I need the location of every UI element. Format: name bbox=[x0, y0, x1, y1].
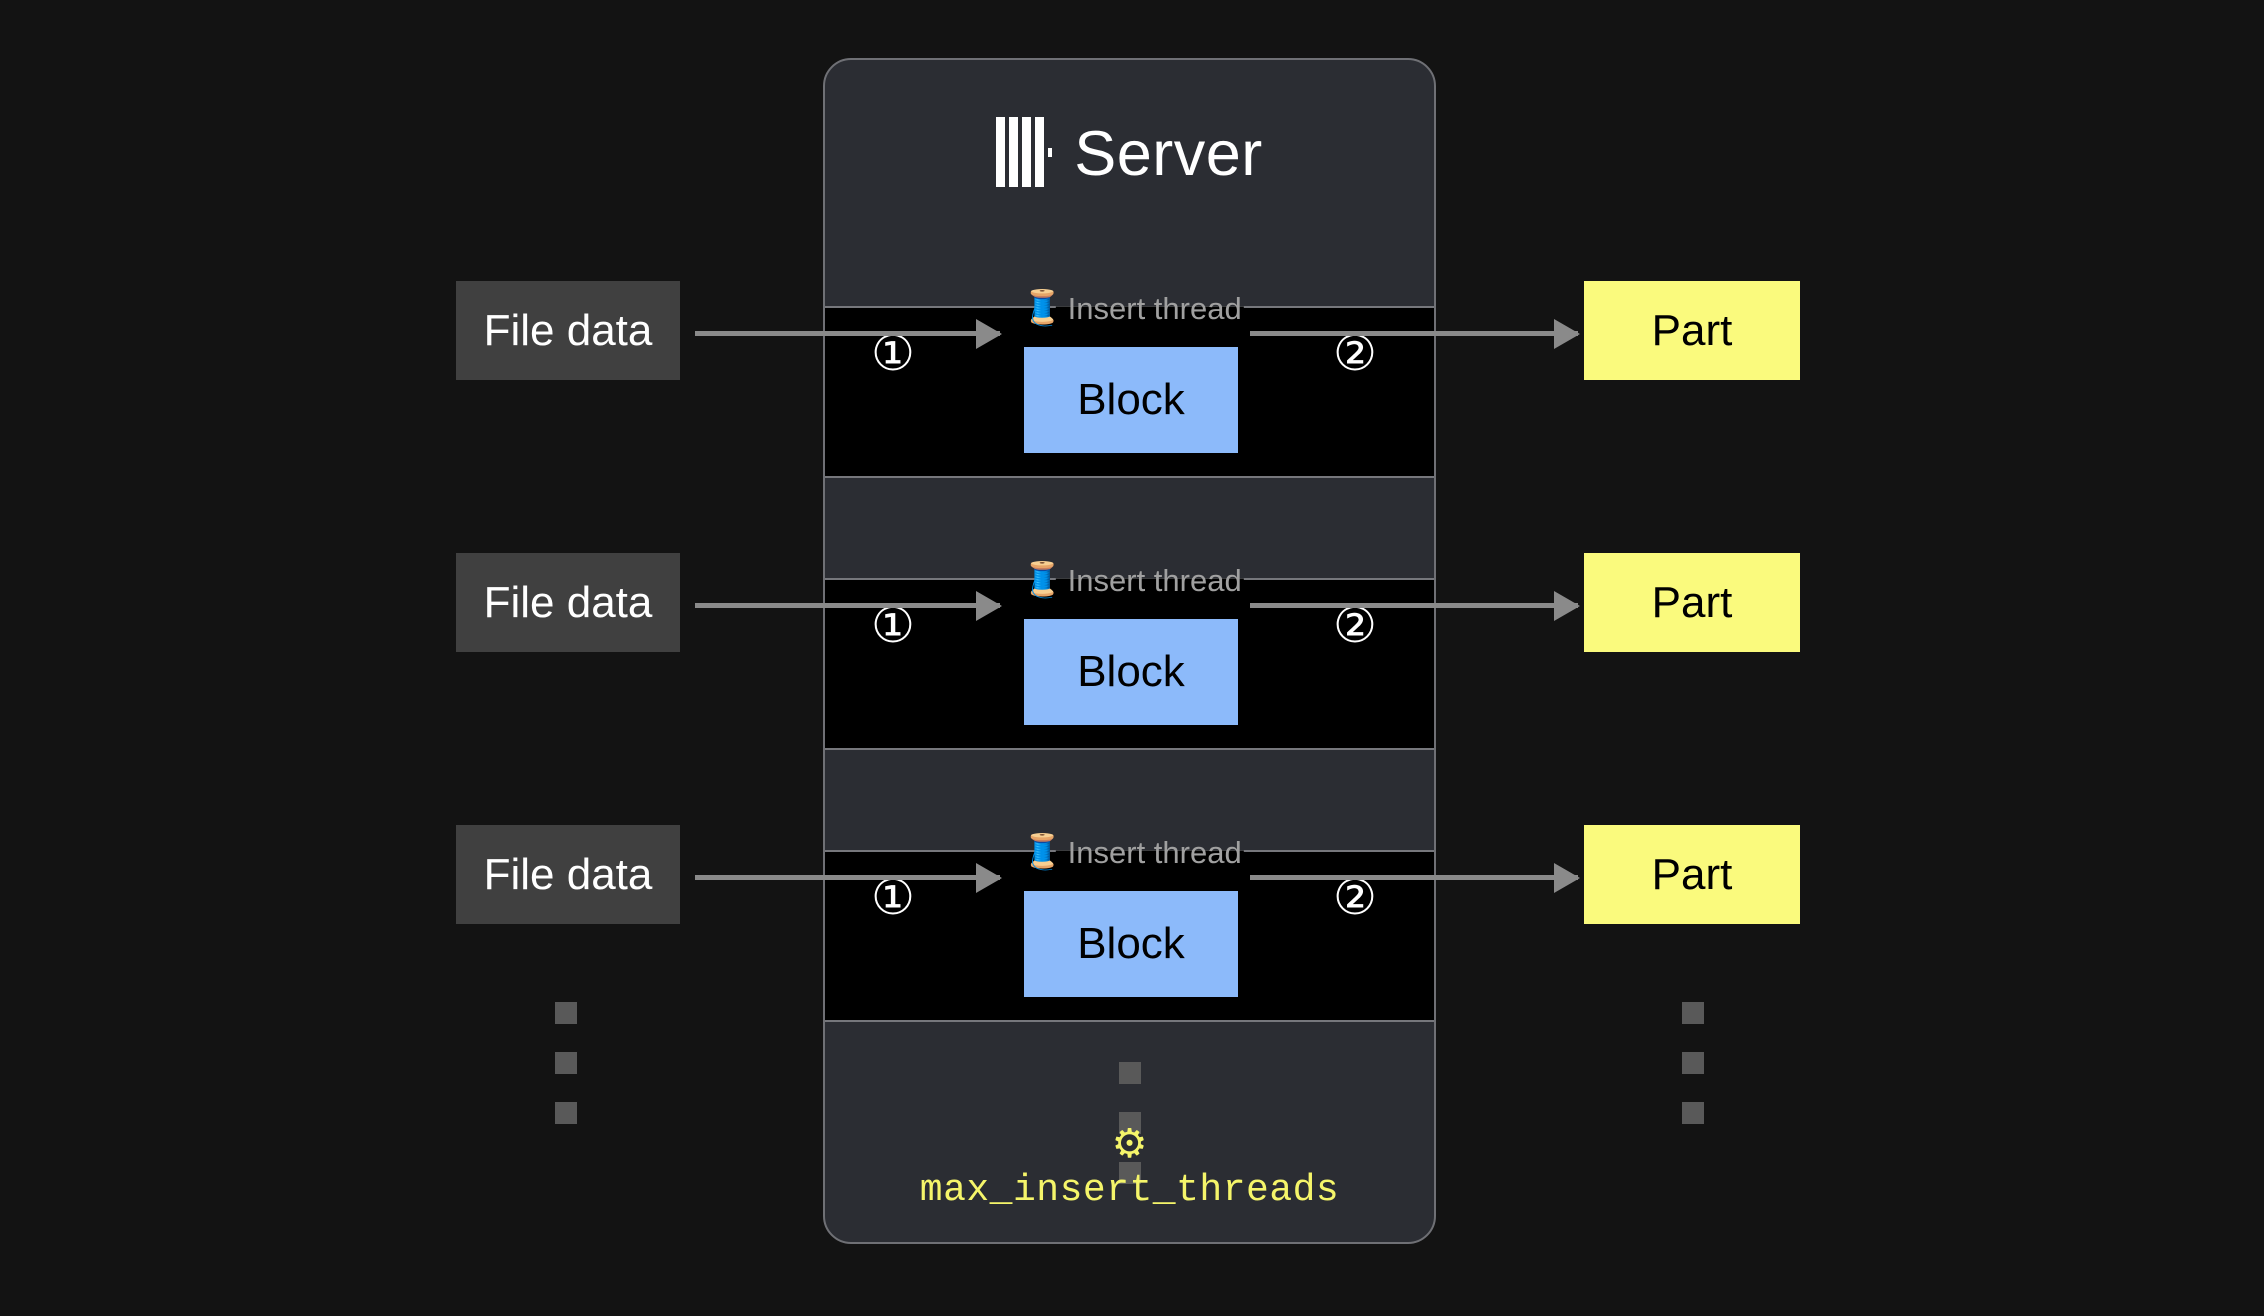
part-box-3: Part bbox=[1584, 825, 1800, 924]
ellipsis-dot bbox=[1118, 1162, 1141, 1184]
arrow-file-to-block-3 bbox=[695, 875, 1000, 880]
block-label: Block bbox=[1077, 375, 1185, 424]
file-data-label: File data bbox=[483, 577, 653, 627]
thread-spool-icon: 🧵 bbox=[1021, 561, 1064, 599]
ellipsis-dot bbox=[1682, 1052, 1704, 1074]
max-insert-threads-setting: ⚙ max_insert_threads bbox=[825, 1124, 1434, 1210]
ellipsis-dot bbox=[1682, 1002, 1704, 1024]
arrow-block-to-part-1 bbox=[1250, 331, 1578, 336]
insert-thread-label-1: 🧵 Insert thread bbox=[1021, 291, 1241, 325]
part-label: Part bbox=[1651, 577, 1733, 627]
block-box-2: Block bbox=[1024, 619, 1238, 725]
file-data-box-3: File data bbox=[456, 825, 680, 924]
clickhouse-logo-icon bbox=[996, 116, 1053, 192]
thread-spool-icon: 🧵 bbox=[1021, 289, 1064, 327]
part-box-2: Part bbox=[1584, 553, 1800, 652]
arrow-block-to-part-3 bbox=[1250, 875, 1578, 880]
arrow-file-to-block-2 bbox=[695, 603, 1000, 608]
thread-spool-icon: 🧵 bbox=[1021, 833, 1064, 871]
gear-icon: ⚙ bbox=[1111, 1122, 1148, 1166]
block-box-3: Block bbox=[1024, 891, 1238, 997]
server-header: Server bbox=[825, 60, 1434, 248]
step-number-3-out: ② bbox=[1333, 871, 1377, 925]
arrow-file-to-block-1 bbox=[695, 331, 1000, 336]
step-number-2-in: ① bbox=[871, 599, 915, 653]
step-number-2-out: ② bbox=[1333, 599, 1377, 653]
arrow-block-to-part-2 bbox=[1250, 603, 1578, 608]
ellipsis-dot bbox=[1118, 1062, 1141, 1084]
ellipsis-dots-right bbox=[1682, 1002, 1704, 1124]
ellipsis-dot bbox=[1682, 1102, 1704, 1124]
ellipsis-dots-center bbox=[1118, 1062, 1141, 1184]
step-number-1-in: ① bbox=[871, 327, 915, 381]
server-card: Server 🧵 Insert thread ① ② Block 🧵 Inser… bbox=[823, 58, 1436, 1244]
part-label: Part bbox=[1651, 305, 1733, 355]
ellipsis-dot bbox=[555, 1102, 577, 1124]
ellipsis-dot bbox=[555, 1002, 577, 1024]
step-number-1-out: ② bbox=[1333, 327, 1377, 381]
insert-thread-label-2: 🧵 Insert thread bbox=[1021, 563, 1241, 597]
insert-thread-label-3: 🧵 Insert thread bbox=[1021, 835, 1241, 869]
block-box-1: Block bbox=[1024, 347, 1238, 453]
ellipsis-dots-left bbox=[555, 1002, 577, 1124]
part-label: Part bbox=[1651, 849, 1733, 899]
file-data-box-2: File data bbox=[456, 553, 680, 652]
file-data-box-1: File data bbox=[456, 281, 680, 380]
block-label: Block bbox=[1077, 647, 1185, 696]
setting-name-label: max_insert_threads bbox=[919, 1169, 1340, 1212]
file-data-label: File data bbox=[483, 305, 653, 355]
insert-thread-text: Insert thread bbox=[1067, 834, 1242, 870]
part-box-1: Part bbox=[1584, 281, 1800, 380]
block-label: Block bbox=[1077, 919, 1185, 968]
server-title: Server bbox=[1074, 118, 1263, 189]
step-number-3-in: ① bbox=[871, 871, 915, 925]
insert-thread-text: Insert thread bbox=[1067, 562, 1242, 598]
insert-thread-text: Insert thread bbox=[1067, 290, 1242, 326]
ellipsis-dot bbox=[555, 1052, 577, 1074]
file-data-label: File data bbox=[483, 849, 653, 899]
ellipsis-dot bbox=[1118, 1112, 1141, 1134]
